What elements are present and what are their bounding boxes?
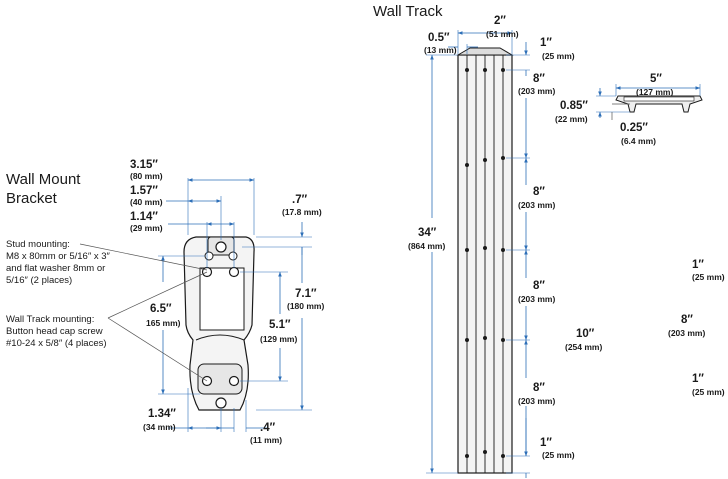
dim-bracket-height: 6.5″: [150, 303, 172, 315]
bracket-drawing: [183, 236, 255, 411]
dim-bracket-width-mm: (80 mm): [130, 171, 163, 181]
stud-note-line1: Stud mounting:: [6, 239, 70, 250]
dim-track-length: 34″: [418, 227, 437, 239]
dim-stud-to-bottom-mm: (180 mm): [287, 301, 324, 311]
dim-bottom-hole-offset-mm: (34 mm): [143, 422, 176, 432]
dim-track-bottom-offset-mm: (25 mm): [542, 450, 575, 460]
track-note-line1: Wall Track mounting:: [6, 314, 94, 325]
dim-track-width-mm: (51 mm): [486, 29, 519, 39]
dim-right-top: 1″: [692, 259, 704, 271]
dim-track-hole-spacing-mm: (29 mm): [130, 223, 163, 233]
track-note-line3: #10-24 x 5/8″ (4 places): [6, 338, 107, 349]
dim-right-bottom: 1″: [692, 373, 704, 385]
bracket-title-line2: Bracket: [6, 190, 58, 207]
dim-track-top-offset-mm: (25 mm): [542, 51, 575, 61]
dim-stud-offset: 1.57″: [130, 185, 158, 197]
dim-track-spacing-1: 8″: [533, 73, 545, 85]
dim-bottom-hole-offset: 1.34″: [148, 408, 176, 420]
track-note-line2: Button head cap screw: [6, 326, 103, 337]
dim-right-spacing: 8″: [681, 314, 693, 326]
dim-top-offset: .7″: [292, 194, 308, 206]
dim-stud-offset-mm: (40 mm): [130, 197, 163, 207]
dim-stud-to-bottom: 7.1″: [295, 288, 317, 300]
dim-track-bottom-offset: 1″: [540, 437, 552, 449]
dim-track-hole-vertical: 5.1″: [269, 319, 291, 331]
track-title: Wall Track: [373, 3, 443, 20]
dim-right-top-mm: (25 mm): [692, 272, 725, 282]
dim-profile-width-mm: (127 mm): [636, 87, 673, 97]
dim-right-bottom-mm: (25 mm): [692, 387, 725, 397]
dim-bottom-edge-mm: (11 mm): [250, 435, 282, 445]
dim-track-spacing-3: 8″: [533, 280, 545, 292]
dim-stud-spacing: 10″: [576, 328, 595, 340]
stud-note-line2: M8 x 80mm or 5/16″ x 3″: [6, 251, 111, 262]
dim-profile-flange: 0.25″: [620, 122, 648, 134]
bracket-title-line1: Wall Mount: [6, 171, 81, 188]
dim-track-spacing-2: 8″: [533, 186, 545, 198]
dim-profile-depth: 0.85″: [560, 100, 588, 112]
dim-bracket-width: 3.15″: [130, 159, 158, 171]
stud-note-line3: and flat washer 8mm or: [6, 263, 105, 274]
dim-right-spacing-mm: (203 mm): [668, 328, 705, 338]
dim-track-edge: 0.5″: [428, 32, 450, 44]
dim-track-spacing-4: 8″: [533, 382, 545, 394]
dim-track-edge-mm: (13 mm): [424, 45, 457, 55]
dim-bottom-edge: .4″: [260, 422, 276, 434]
dim-profile-flange-mm: (6.4 mm): [621, 136, 656, 146]
track-drawing: [456, 47, 514, 474]
dim-track-spacing-4-mm: (203 mm): [518, 396, 555, 406]
dim-track-spacing-3-mm: (203 mm): [518, 294, 555, 304]
dim-profile-depth-mm: (22 mm): [555, 114, 588, 124]
dim-bracket-height-mm: 165 mm): [146, 318, 181, 328]
dim-top-offset-mm: (17.8 mm): [282, 207, 322, 217]
dim-track-top-offset: 1″: [540, 37, 552, 49]
dim-track-hole-spacing: 1.14″: [130, 211, 158, 223]
dim-profile-width: 5″: [650, 73, 662, 85]
dim-track-hole-vertical-mm: (129 mm): [260, 334, 297, 344]
stud-note-line4: 5/16″ (2 places): [6, 275, 72, 286]
dim-track-spacing-1-mm: (203 mm): [518, 86, 555, 96]
dim-track-width: 2″: [494, 15, 506, 27]
dim-track-spacing-2-mm: (203 mm): [518, 200, 555, 210]
dim-track-length-mm: (864 mm): [408, 241, 445, 251]
dim-stud-spacing-mm: (254 mm): [565, 342, 602, 352]
